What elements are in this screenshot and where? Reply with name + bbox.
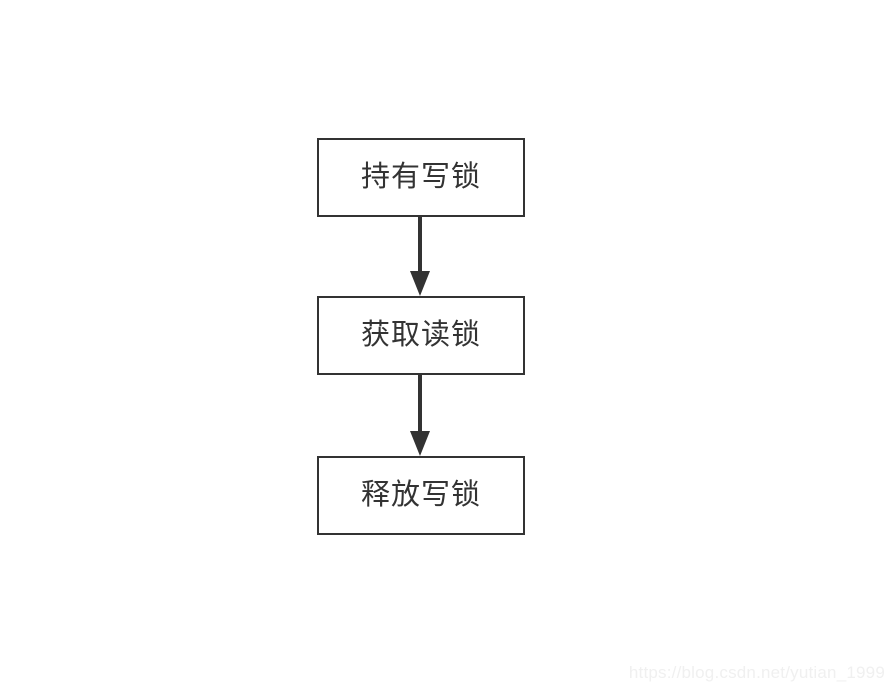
flow-node-release-write-lock[interactable]: 释放写锁: [317, 456, 525, 535]
arrow-down-icon: [410, 375, 430, 456]
watermark-text: https://blog.csdn.net/yutian_1999: [628, 663, 885, 682]
flow-node-label: 获取读锁: [360, 319, 481, 351]
flow-edge-hold-to-acquire: [395, 217, 445, 296]
flow-node-label: 持有写锁: [360, 161, 481, 193]
arrow-down-icon: [410, 217, 430, 296]
flow-node-acquire-read-lock[interactable]: 获取读锁: [317, 296, 525, 375]
flow-node-label: 释放写锁: [360, 479, 481, 511]
flow-edge-acquire-to-release: [395, 375, 445, 456]
flow-node-hold-write-lock[interactable]: 持有写锁: [317, 138, 525, 217]
